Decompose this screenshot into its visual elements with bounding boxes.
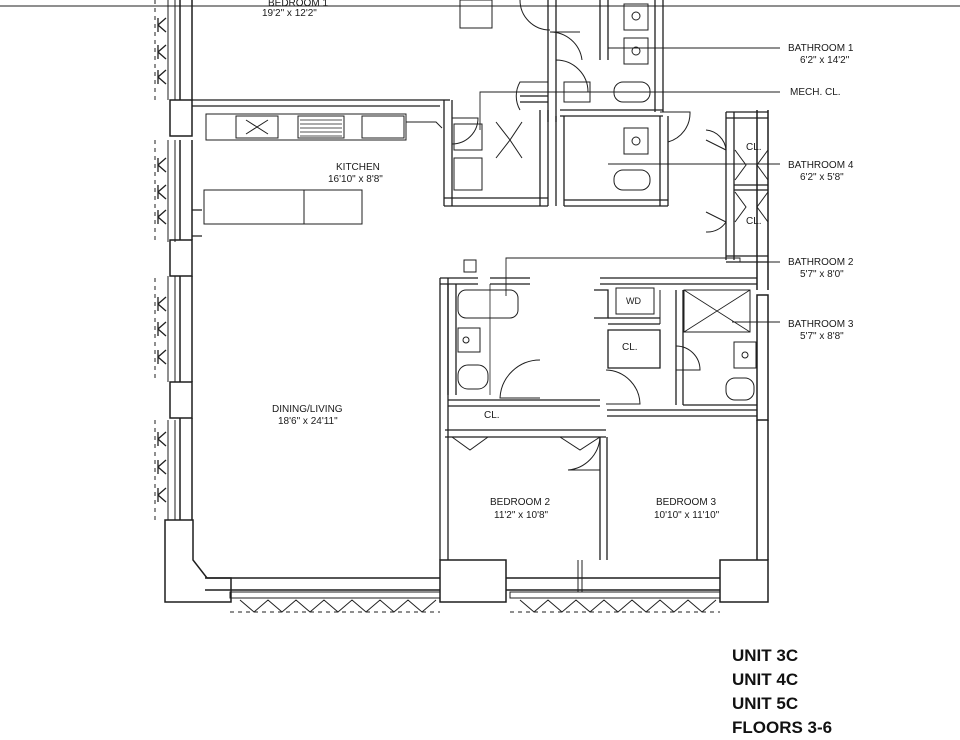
unit-label: UNIT 4C	[732, 670, 799, 689]
interior-walls	[192, 0, 768, 560]
toilet-fixture	[613, 169, 651, 191]
dining-living-dims: 18'6" x 24'11"	[278, 416, 338, 427]
bathroom3-label: BATHROOM 3	[788, 319, 854, 330]
shower-fixture	[683, 289, 751, 333]
toilet-fixture	[725, 377, 755, 401]
toilet-fixture	[457, 364, 489, 390]
doors	[451, 0, 727, 592]
closet-label: CL.	[484, 410, 500, 421]
closet-label: CL.	[622, 342, 638, 353]
unit-label: UNIT 3C	[732, 646, 799, 665]
bathroom2-label: BATHROOM 2	[788, 257, 854, 268]
bottom-windows	[229, 591, 721, 613]
dining-living-label: DINING/LIVING	[272, 404, 343, 415]
leader-lines	[479, 47, 780, 323]
closet-bifold-doors	[451, 121, 769, 451]
bedroom3-label: BEDROOM 3	[656, 497, 716, 508]
bathroom1-label: BATHROOM 1	[788, 43, 854, 54]
bedroom1-label: BEDROOM 1	[268, 0, 328, 9]
exterior-walls	[164, 0, 769, 603]
bedroom2-label: BEDROOM 2	[490, 497, 550, 508]
tub-fixture	[457, 289, 519, 319]
unit-list: UNIT 3C UNIT 4C UNIT 5C FLOORS 3-6	[732, 644, 832, 740]
fixtures	[203, 0, 757, 401]
closet-label: CL.	[746, 142, 762, 153]
bathroom1-dims: 6'2" x 14'2"	[800, 55, 850, 66]
bedroom1-dims: 19'2" x 12'2"	[262, 8, 317, 19]
mech-closet-label: MECH. CL.	[790, 87, 841, 98]
kitchen-label: KITCHEN	[336, 162, 380, 173]
tub-fixture	[459, 0, 493, 29]
washer-dryer-label: WD	[626, 296, 641, 306]
window-k-marks	[157, 17, 167, 503]
bathroom4-label: BATHROOM 4	[788, 160, 854, 171]
room-labels: BEDROOM 1 19'2" x 12'2" KITCHEN 16'10" x…	[262, 0, 854, 521]
closet-label: CL.	[746, 216, 762, 227]
bedroom3-dims: 10'10" x 11'10"	[654, 510, 720, 521]
bathroom3-dims: 5'7" x 8'8"	[800, 331, 844, 342]
floor-plan: BEDROOM 1 19'2" x 12'2" KITCHEN 16'10" x…	[0, 0, 960, 613]
bathroom4-dims: 6'2" x 5'8"	[800, 172, 844, 183]
bathroom2-dims: 5'7" x 8'0"	[800, 269, 844, 280]
kitchen-island	[203, 189, 363, 225]
sink-fixture	[623, 3, 649, 31]
kitchen-dims: 16'10" x 8'8"	[328, 174, 383, 185]
kitchen-counter	[205, 113, 407, 141]
left-windows	[154, 0, 176, 520]
bedroom2-dims: 11'2" x 10'8"	[494, 510, 549, 521]
unit-label: UNIT 5C	[732, 694, 799, 713]
sink-fixture	[623, 37, 649, 65]
